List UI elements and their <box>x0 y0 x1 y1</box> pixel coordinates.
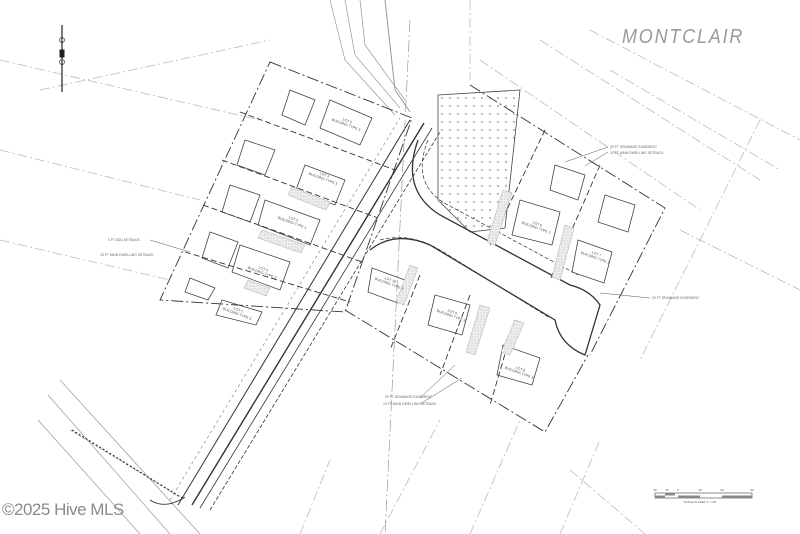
lot-4-label: LOT 4 <box>319 171 330 178</box>
lot-10-label: LOT 10 <box>384 276 397 284</box>
note-drainage-easement-ne: 20 FT DRAINAGE EASEMENT <box>610 145 657 149</box>
scale-tick: 0 <box>677 488 679 492</box>
lot-2-label: LOT 2 <box>258 265 269 272</box>
lot-1-label: LOT 1 <box>233 306 244 313</box>
callouts <box>149 146 651 405</box>
watermark: ©2025 Hive MLS <box>2 500 124 519</box>
note-main-setback-ne: 15 FT MAIN DWELLING SETBACK <box>610 151 664 155</box>
note-adu-setback: 5 FT ADU SETBACK <box>108 238 140 242</box>
lot-8-label: LOT 8 <box>515 365 526 372</box>
west-lot-block <box>159 61 413 326</box>
note-main-setback-w: 15 FT MAIN DWELLING SETBACK <box>100 253 154 257</box>
scale-label: SCALE IN FEET 1" = 30' <box>683 500 716 504</box>
lot-9-label: LOT 9 <box>447 308 458 315</box>
lot-6-label: LOT 6 <box>532 220 543 227</box>
note-drainage-easement-s: 20 FT DRAINAGE EASEMENT <box>385 395 432 399</box>
scale-tick: 15 <box>665 488 669 492</box>
contour-lines <box>37 0 411 534</box>
east-lot-block <box>344 84 666 433</box>
lot-7-label: LOT 7 <box>591 250 602 257</box>
lot-3-label: LOT 3 <box>288 215 299 222</box>
note-main-setback-s: 15 FT MAIN DWELLING SETBACK <box>383 402 437 406</box>
main-road <box>71 19 441 534</box>
project-title: MONTCLAIR <box>622 26 745 48</box>
cul-de-sac-road <box>369 139 601 356</box>
open-space-area <box>437 89 521 233</box>
scale-tick: 30 <box>653 488 657 492</box>
scale-tick: 60 <box>720 488 724 492</box>
lot-5-label: LOT 5 <box>342 117 353 124</box>
north-arrow-icon <box>59 25 65 92</box>
scale-bar: 30 15 0 30 60 90 SCALE IN FEET 1" = 30' <box>653 488 754 504</box>
scale-tick: 30 <box>698 488 702 492</box>
note-drainage-easement-e: 20 FT DRAINAGE EASEMENT <box>652 296 699 300</box>
scale-tick: 90 <box>750 488 754 492</box>
